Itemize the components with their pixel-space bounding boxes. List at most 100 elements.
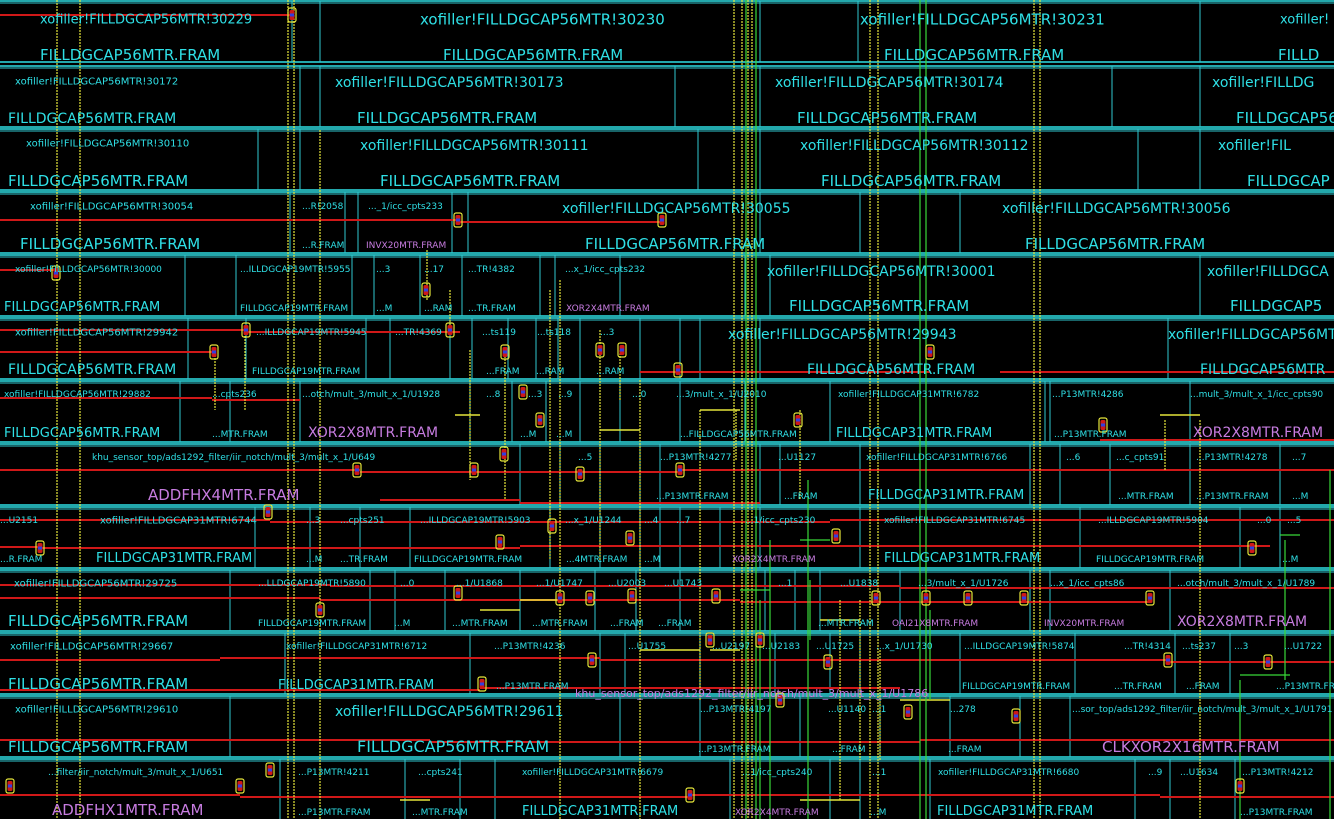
cell-instance-label: xofiller!FILLDGCAP31MTR!6712 [286,642,427,652]
cell-master-label: OAI21X8MTR.FRAM [892,619,978,629]
via [1247,540,1257,556]
via [1145,590,1155,606]
cell-master-label: INVX20MTR.FRAM [366,241,446,251]
cell-instance-label: ...P13MTR!4277 [660,453,732,463]
via [871,590,881,606]
via [903,704,913,720]
via [453,585,463,601]
cell-master-label: XOR2X4MTR.FRAM [732,555,816,565]
cell-master-label: FILLDGCAP31MTR.FRAM [868,488,1024,503]
cell-master-label: ...4MTR.FRAM [566,555,627,565]
cell-instance-label: ...U1743 [664,579,702,589]
cell-master-label: ...TR.FRAM [468,304,516,314]
cell-instance-label: ...ILLDGCAP19MTR!5903 [420,516,531,526]
cell-master-label: FILLDGCAP19MTR.FRAM [258,619,366,629]
cell-instance-label: ...1 [778,579,792,589]
cell-master-label: FILLDGCAP31MTR.FRAM [884,551,1040,566]
cell-instance-label: ...P13MTR!4197 [700,705,772,715]
cell-instance-label: ...7 [1292,453,1306,463]
cell-master-label: FILLDGCAP56MTR.FRAM [821,172,1001,190]
cell-master-label: XOR2X4MTR.FRAM [566,304,650,314]
via [263,504,273,520]
cell-master-label: ...FRAM [784,492,818,502]
via [657,212,667,228]
cell-master-label: FILLDGCAP5 [1230,297,1322,315]
via [535,412,545,428]
cell-instance-label: ...ILLDGCAP19MTR!5945 [256,328,367,338]
via [625,530,635,546]
via [495,534,505,550]
cell-instance-label: xofiller!FILLDGCAP56MTR!30055 [562,201,791,217]
cell-instance-label: xofiller!FILLDGCAP31MTR!6679 [522,768,663,778]
via [627,588,637,604]
cell-master-label: ...M [1282,555,1298,565]
cell-master-label: FILLDGCAP56MTR.FRAM [40,46,220,64]
cell-master-label: FILLDGCAP19MTR.FRAM [414,555,522,565]
cell-instance-label: ...TR!4369 [395,328,442,338]
via [51,265,61,281]
cell-instance-label: xofiller!FILLDGCAP56MTR!30001 [767,264,996,280]
cell-master-label: FILLDGCAP56MTR.FRAM [380,172,560,190]
cell-master-label: FILLDGCAP56MTR.FRAM [884,46,1064,64]
cell-instance-label: ...TR!4382 [468,265,515,275]
cell-instance-label: ...cpts241 [418,768,463,778]
via [469,462,479,478]
cell-instance-label: ...8 [486,390,501,400]
cell-master-label: ...MTR.FRAM [532,619,588,629]
cell-master-label: ...FRAM [832,745,866,755]
via [685,787,695,803]
cell-master-label: XOR2X8MTR.FRAM [1177,614,1307,630]
cell-master-label: FILLDGCAP19MTR.FRAM [252,367,360,377]
via [1235,778,1245,794]
via [1019,590,1029,606]
via [453,212,463,228]
cell-instance-label: ...LLDGCAP19MTR!5890 [258,579,366,589]
cell-master-label: ...FRAM [610,619,644,629]
cell-master-label: ...M [870,808,886,818]
cell-instance-label: ...U1722 [1284,642,1322,652]
cell-master-label: FILLDGCAP31MTR.FRAM [278,678,434,693]
cell-instance-label: xofiller!FILLDGCAP56MTR!30229 [40,13,252,28]
cell-instance-label: ...cpts251 [340,516,385,526]
cell-master-label: FILLDGCAP56MTR.FRAM [8,172,188,190]
cell-master-label: FILLDGCAP56MTR.FRAM [20,235,200,253]
cell-instance-label: ...U2151 [0,516,38,526]
cell-master-label: FILLDGCAP56MTR.FRAM [1025,235,1205,253]
via [1263,654,1273,670]
cell-master-label: FILLDGCAP19MTR.FRAM [962,682,1070,692]
cell-instance-label: ...P13MTR!4236 [494,642,566,652]
cell-master-label: ...FRAM [1186,682,1220,692]
cell-instance-label: ...sor_top/ads1292_filter/iir_notch/mult… [1072,705,1333,715]
cell-master-label: ...FRAM [948,745,982,755]
cell-master-label: INVX20MTR.FRAM [1044,619,1124,629]
via [241,322,251,338]
via [793,412,803,428]
cell-instance-label: ...P13MTR!4212 [1242,768,1314,778]
cell-instance-label: ...x_1/U1244 [565,516,622,526]
cell-instance-label: xofiller!FILLDGCAP31MTR!6744 [100,516,257,527]
via [617,342,627,358]
via [675,462,685,478]
cell-instance-label: xofiller!FILLDGCAP31MTR!6766 [866,453,1007,463]
via [315,602,325,618]
cell-master-label: ...R.FRAM [0,555,42,565]
cell-instance-label: ...6 [1066,453,1081,463]
cell-instance-label: xofiller!FILLDGCAP56MTR!30111 [360,138,589,154]
cell-instance-label: xofiller!FILLDGCAP31MTR!6680 [938,768,1079,778]
via [209,344,219,360]
cell-instance-label: ...1 [872,705,886,715]
cell-master-label: FILLDGCAP56MTR.FRAM [443,46,623,64]
cell-instance-label: ...9 [1148,768,1163,778]
cell-master-label: FILLDGCAP56MTR.FRAM [8,612,188,630]
cell-master-label: ...MTR.FRAM [1118,492,1174,502]
cell-instance-label: ...7 [676,516,690,526]
cell-instance-label: ...cpts236 [212,390,257,400]
cell-instance-label: ...U1140 [828,705,866,715]
via [352,462,362,478]
via [287,7,297,23]
cell-instance-label: ...0 [1257,516,1272,526]
cell-instance-label: xofiller!FILLDGCAP56MTR!29942 [15,328,178,339]
cell-master-label: ADDFHX4MTR.FRAM [148,486,300,504]
